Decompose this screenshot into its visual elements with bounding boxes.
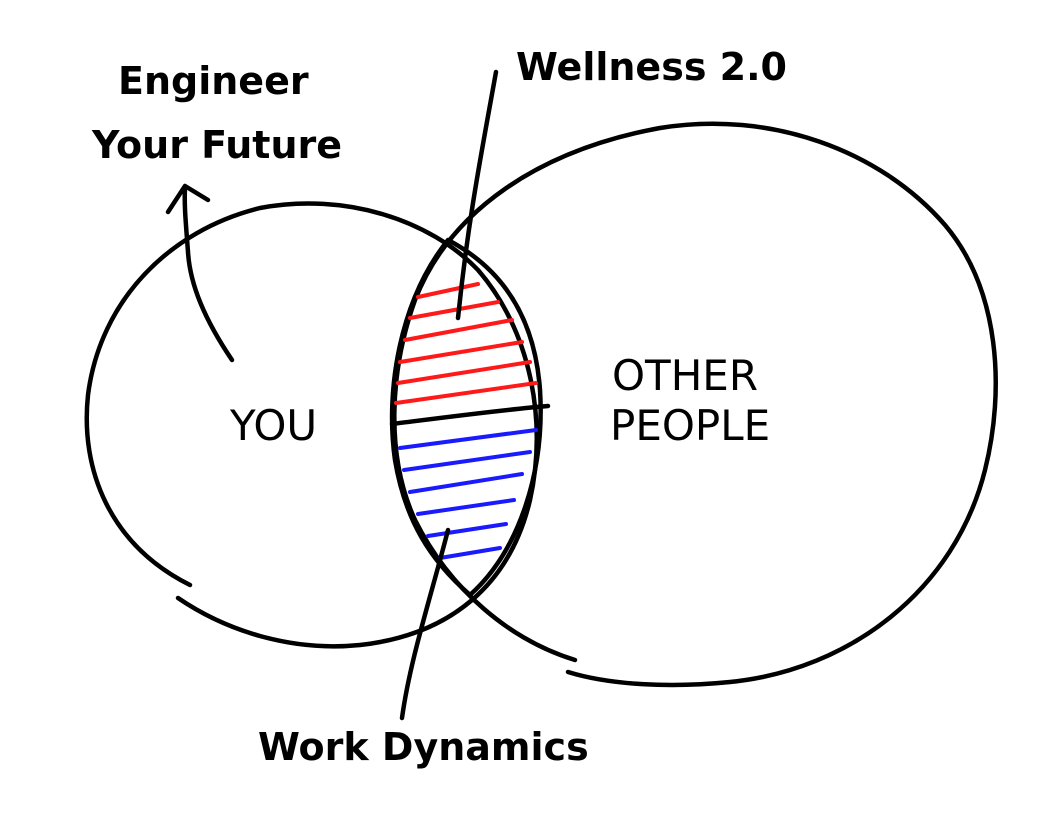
blue-hatch-line xyxy=(426,522,508,538)
upper-hatching xyxy=(394,282,538,405)
blue-hatch-line xyxy=(398,428,538,450)
wellness-label: Wellness 2.0 xyxy=(516,45,787,89)
you-circle xyxy=(84,201,540,649)
blue-hatch-line xyxy=(402,450,532,472)
blue-hatch-line xyxy=(416,498,516,516)
lens-divider xyxy=(389,403,551,427)
blue-hatch-line xyxy=(438,546,502,560)
lower-hatching xyxy=(398,428,538,560)
arrow-head-icon xyxy=(165,183,211,215)
work-dynamics-leader-line xyxy=(399,527,451,721)
engineer-label-line2: Your Future xyxy=(91,123,342,167)
red-hatch-line xyxy=(394,381,538,405)
engineer-arrow-shaft xyxy=(182,185,235,363)
red-hatch-line xyxy=(403,318,514,342)
other-people-label-line2: PEOPLE xyxy=(610,401,770,450)
red-hatch-line xyxy=(398,340,524,364)
engineer-label-line1: Engineer xyxy=(118,59,309,103)
red-hatch-line xyxy=(416,282,480,299)
other-people-circle xyxy=(392,121,998,688)
red-hatch-line xyxy=(408,300,500,320)
you-label: YOU xyxy=(229,401,317,450)
wellness-leader-line xyxy=(455,69,499,321)
blue-hatch-line xyxy=(408,472,524,494)
red-hatch-line xyxy=(396,360,532,385)
other-people-label-line1: OTHER xyxy=(612,351,758,400)
work-dynamics-label: Work Dynamics xyxy=(258,725,589,769)
intersection-outline xyxy=(389,237,543,598)
